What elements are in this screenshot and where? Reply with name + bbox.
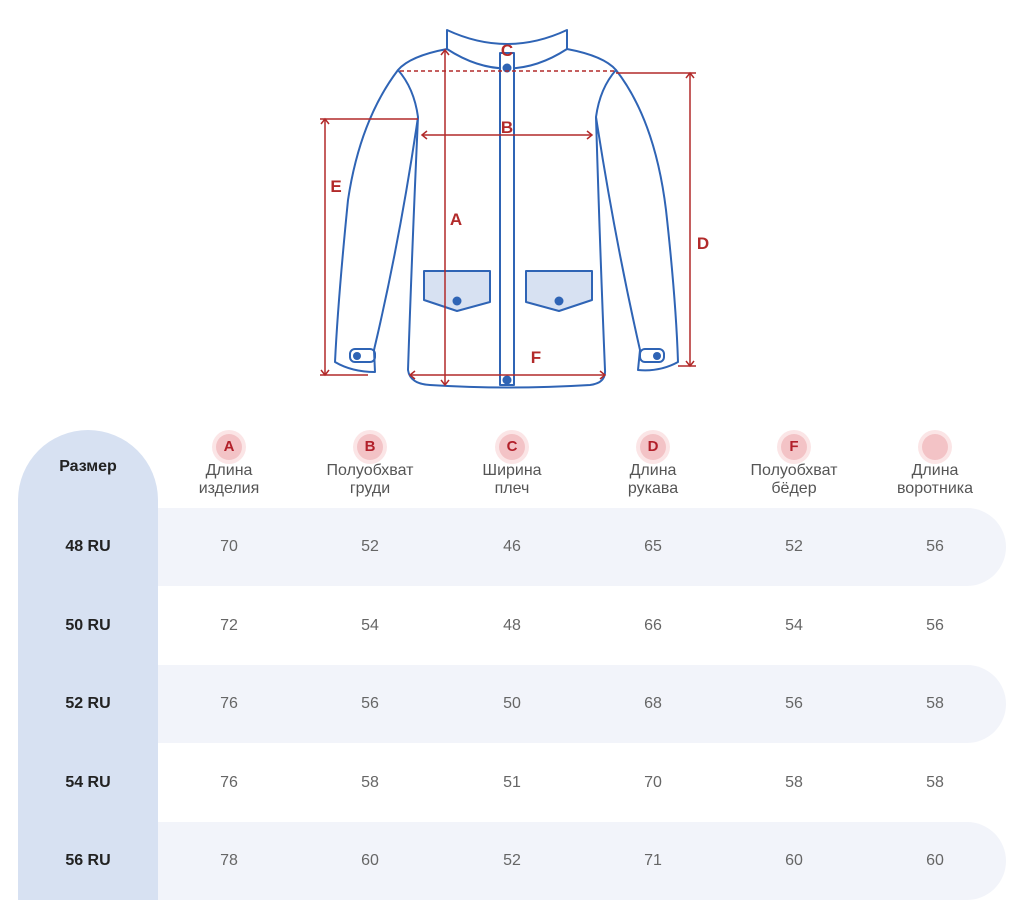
table-cell: 60	[361, 852, 379, 869]
buttons	[353, 63, 661, 385]
label-c: C	[501, 41, 513, 60]
column-label-line2: рукава	[627, 480, 679, 497]
table-cell: 60	[785, 852, 803, 869]
size-column-background	[18, 430, 158, 900]
column-header: B Полуобхват груди	[300, 434, 440, 498]
column-label-line2: воротника	[896, 480, 973, 497]
column-header: C Ширина плеч	[442, 434, 582, 498]
table-cell: 78	[220, 852, 238, 869]
measure-badge	[922, 434, 948, 460]
column-label-line1: Ширина	[482, 462, 542, 479]
column-label-line1: Полуобхват	[750, 462, 838, 479]
table-cell: 50	[503, 695, 521, 712]
jacket-measurement-diagram: C B A D E F	[320, 29, 709, 389]
table-cell: 71	[644, 852, 662, 869]
column-label-line2: изделия	[198, 480, 260, 497]
measure-lines	[320, 48, 696, 387]
table-cell: 58	[361, 774, 379, 791]
column-label-line2: плеч	[494, 480, 530, 497]
measure-badge: D	[640, 434, 666, 460]
label-e: E	[330, 177, 341, 196]
label-b: B	[501, 118, 513, 137]
column-label-line2: бёдер	[771, 480, 817, 497]
table-cell: 56	[926, 538, 944, 555]
table-cell: 70	[644, 774, 662, 791]
table-cell: 46	[503, 538, 521, 555]
column-label-line1: Длина	[629, 462, 677, 479]
jacket-outline	[334, 29, 679, 389]
column-label-line2: груди	[349, 480, 391, 497]
measure-badge: A	[216, 434, 242, 460]
measure-badge: B	[357, 434, 383, 460]
size-label: 54 RU	[65, 774, 111, 791]
table-cell: 52	[503, 852, 521, 869]
right-cuff-tab	[639, 348, 665, 363]
column-header: F Полуобхват бёдер	[724, 434, 864, 498]
column-label-line1: Длина	[911, 462, 959, 479]
table-cell: 52	[361, 538, 379, 555]
row-band	[158, 508, 1006, 586]
column-header: A Длина изделия	[159, 434, 299, 498]
table-cell: 48	[503, 617, 521, 634]
table-cell: 70	[220, 538, 238, 555]
table-cell: 68	[644, 695, 662, 712]
label-a: A	[450, 210, 462, 229]
table-cell: 56	[926, 617, 944, 634]
label-d: D	[697, 234, 709, 253]
table-cell: 58	[785, 774, 803, 791]
column-label-line1: Полуобхват	[326, 462, 414, 479]
table-cell: 51	[503, 774, 521, 791]
table-cell: 52	[785, 538, 803, 555]
measure-badge: F	[781, 434, 807, 460]
table-cell: 65	[644, 538, 662, 555]
table-cell: 54	[785, 617, 803, 634]
table-cell: 56	[361, 695, 379, 712]
right-pocket	[525, 270, 593, 312]
left-cuff-tab	[349, 348, 376, 363]
table-cell: 76	[220, 774, 238, 791]
table-cell: 54	[361, 617, 379, 634]
column-header: Длина воротника	[865, 434, 1005, 498]
size-label: 52 RU	[65, 695, 111, 712]
size-label: 50 RU	[65, 617, 111, 634]
size-header: Размер	[59, 458, 117, 475]
table-cell: 60	[926, 852, 944, 869]
table-cell: 72	[220, 617, 238, 634]
left-pocket	[423, 270, 491, 312]
table-cell: 56	[785, 695, 803, 712]
column-label-line1: Длина	[205, 462, 253, 479]
size-label: 48 RU	[65, 538, 111, 555]
size-label: 56 RU	[65, 852, 111, 869]
label-f: F	[531, 348, 541, 367]
column-header: D Длина рукава	[583, 434, 723, 498]
table-cell: 66	[644, 617, 662, 634]
row-band	[158, 822, 1006, 900]
measure-badge: C	[499, 434, 525, 460]
table-cell: 76	[220, 695, 238, 712]
table-cell: 58	[926, 774, 944, 791]
row-band	[158, 665, 1006, 743]
table-cell: 58	[926, 695, 944, 712]
